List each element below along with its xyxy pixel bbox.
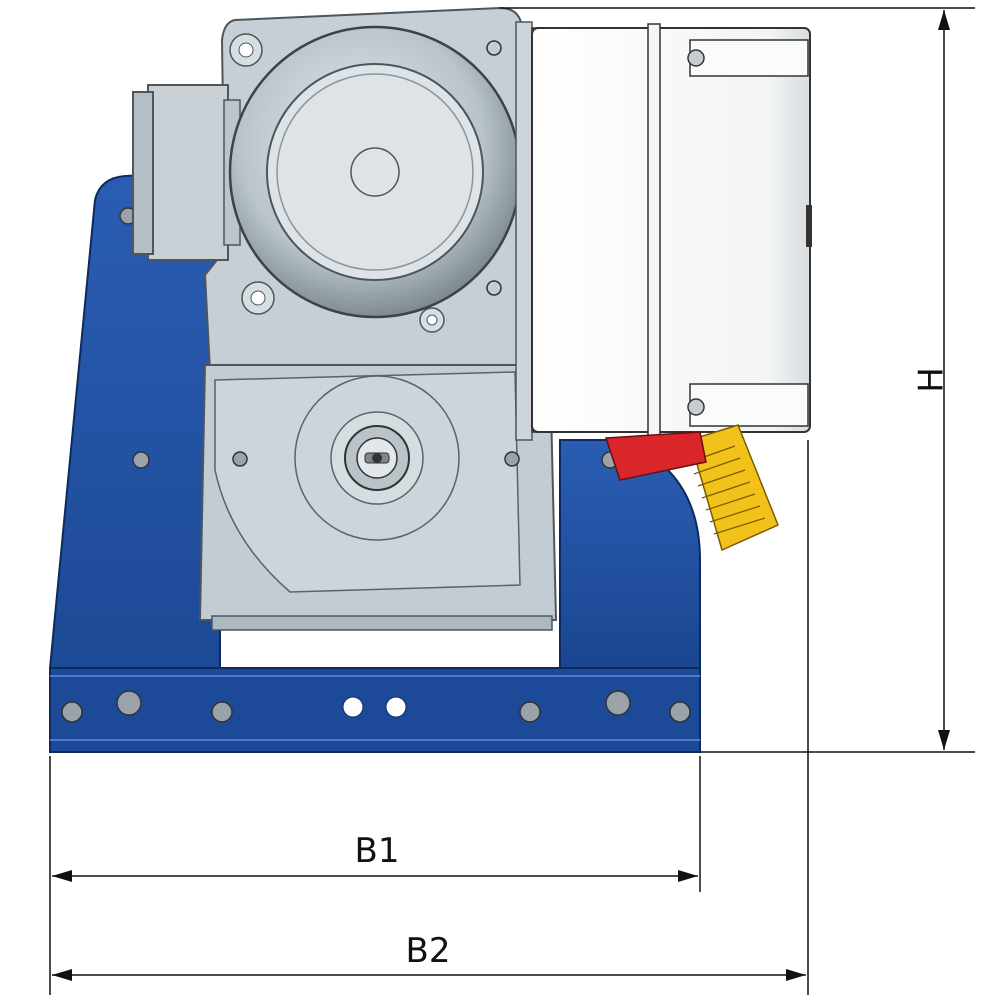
bolt-icon [605, 690, 631, 716]
screw-icon [687, 398, 705, 416]
emergency-stop-red [604, 431, 707, 481]
bolt-icon [132, 451, 150, 469]
control-box-lid-seam [647, 23, 661, 439]
dimension-lines [49, 7, 975, 995]
rail-bolts [61, 690, 691, 723]
dimension-arrows [52, 10, 950, 981]
motor [228, 25, 522, 319]
gearbox-foot [211, 615, 553, 631]
motor-endcap-inner [276, 73, 474, 271]
control-box [486, 21, 812, 441]
bolt-icon [232, 451, 248, 467]
rail-holes [342, 696, 407, 718]
base-plate-rail [49, 667, 701, 753]
motor-center [350, 147, 400, 197]
terminal-box [132, 84, 241, 261]
rail-hole [385, 696, 407, 718]
bolt-icon [669, 701, 691, 723]
rail-hole [342, 696, 364, 718]
motor-endcap [266, 63, 484, 281]
bolt-icon [211, 701, 233, 723]
b1-dimension-label: B1 [355, 831, 400, 871]
screw-icon [687, 49, 705, 67]
control-box-mount [515, 21, 533, 441]
emergency-stop-icon [604, 424, 779, 552]
h-dimension-label: H [912, 367, 952, 393]
b2-dimension-label: B2 [406, 931, 451, 971]
bolt-icon [504, 451, 520, 467]
bolt-icon [519, 701, 541, 723]
control-box-cap-bottom [689, 383, 809, 427]
control-box-cap [689, 39, 809, 77]
control-box-body [531, 27, 811, 433]
bolt-icon [61, 701, 83, 723]
bolt-icon [116, 690, 142, 716]
screw-icon [486, 280, 502, 296]
output-flange [294, 375, 460, 541]
screw-icon [486, 40, 502, 56]
